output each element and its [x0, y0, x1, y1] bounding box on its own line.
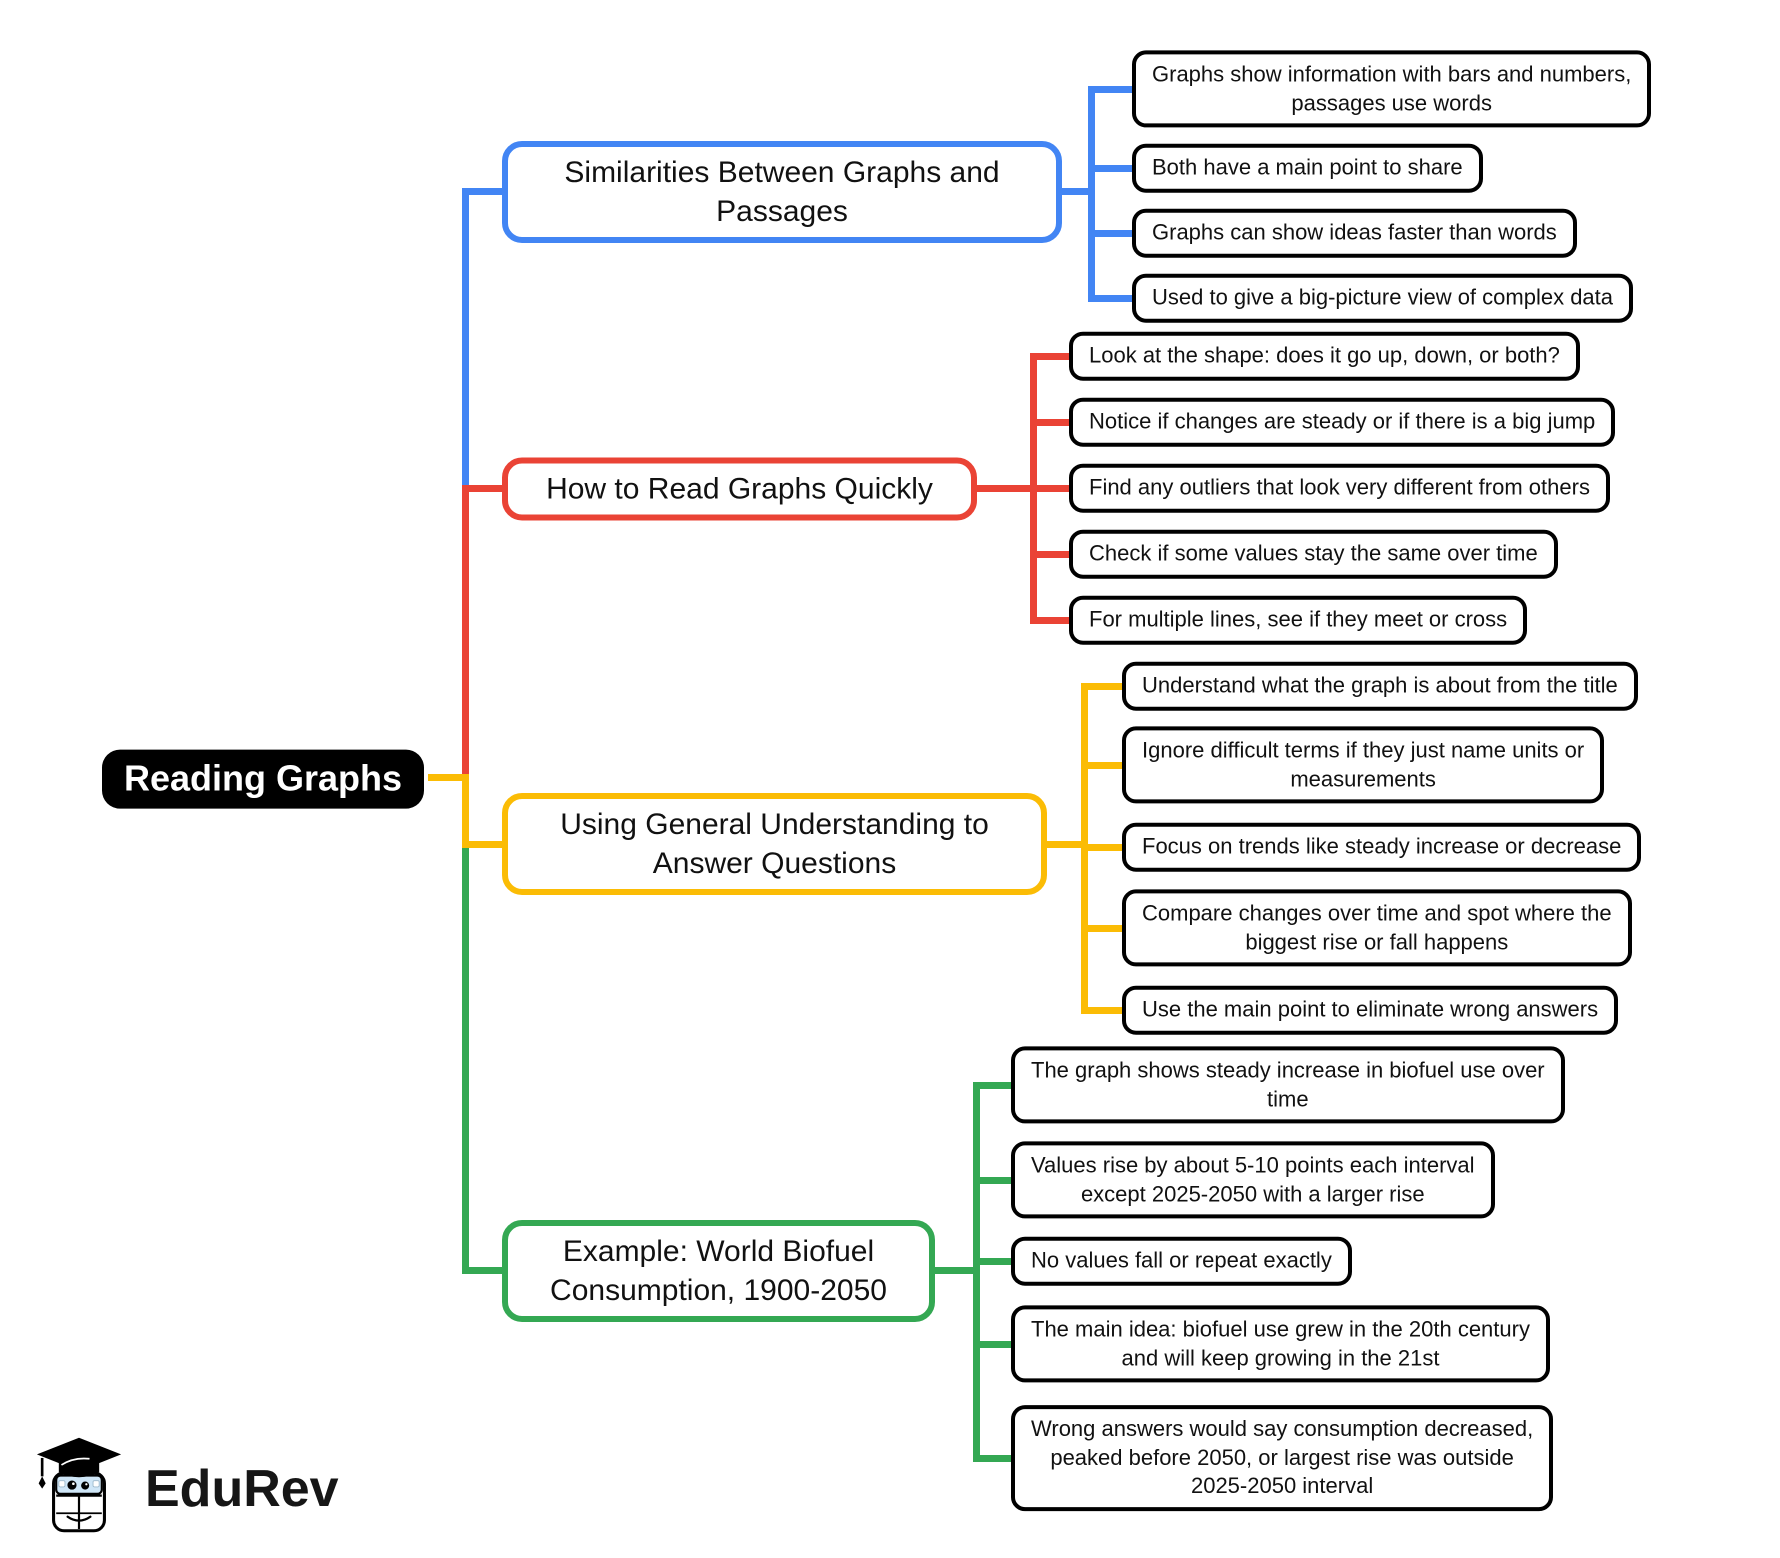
edurev-mascot-icon — [35, 1436, 123, 1541]
leaf-node: No values fall or repeat exactly — [1011, 1236, 1352, 1286]
branch-node-general-understanding: Using General Understanding to Answer Qu… — [502, 793, 1047, 895]
connector-trunk-blue — [462, 188, 469, 492]
connector-leaf-stub — [1081, 844, 1122, 851]
branch-node-example-biofuel: Example: World Biofuel Consumption, 1900… — [502, 1220, 935, 1322]
connector-leaf-stub — [973, 1455, 1011, 1462]
connector-branch-stub-yellow — [462, 841, 506, 848]
leaf-node: Notice if changes are steady or if there… — [1069, 397, 1616, 447]
leaf-node: Graphs can show ideas faster than words — [1132, 208, 1577, 258]
leaf-node: Focus on trends like steady increase or … — [1122, 822, 1642, 872]
connector-leaf-stub — [973, 1177, 1011, 1184]
connector-leaf-stub — [1030, 551, 1069, 558]
leaf-node: For multiple lines, see if they meet or … — [1069, 595, 1528, 645]
connector-leaf-stub — [1030, 353, 1069, 360]
connector-trunk-yellow — [462, 774, 469, 848]
edurev-logo: EduRev — [35, 1436, 339, 1541]
root-node: Reading Graphs — [102, 749, 425, 809]
connector-leaf-stub — [1081, 762, 1122, 769]
connector-leaf-stub — [1088, 295, 1132, 302]
connector-leaf-stub — [1088, 86, 1132, 93]
connector-branch-stub-red — [462, 485, 506, 492]
connector-spine-blue — [1088, 86, 1095, 302]
connector-leaf-stub — [1030, 617, 1069, 624]
leaf-node: Understand what the graph is about from … — [1122, 661, 1638, 711]
connector-trunk-red — [462, 485, 469, 781]
connector-spine-stub-red — [973, 485, 1037, 492]
connector-spine-stub-green — [931, 1267, 980, 1274]
connector-leaf-stub — [973, 1082, 1011, 1089]
branch-node-how-to-read: How to Read Graphs Quickly — [502, 457, 977, 521]
connector-leaf-stub — [973, 1258, 1011, 1265]
branch-node-similarities: Similarities Between Graphs and Passages — [502, 141, 1062, 243]
connector-branch-stub-green — [462, 1267, 506, 1274]
leaf-node: Wrong answers would say consumption decr… — [1011, 1405, 1554, 1511]
leaf-node: Look at the shape: does it go up, down, … — [1069, 331, 1580, 381]
connector-leaf-stub — [973, 1341, 1011, 1348]
connector-leaf-stub — [1088, 165, 1132, 172]
connector-root-stub — [428, 774, 469, 781]
connector-spine-stub-blue — [1058, 188, 1095, 195]
connector-leaf-stub — [1081, 1007, 1122, 1014]
connector-leaf-stub — [1030, 419, 1069, 426]
connector-leaf-stub — [1081, 683, 1122, 690]
leaf-node: Compare changes over time and spot where… — [1122, 889, 1632, 967]
leaf-node: The main idea: biofuel use grew in the 2… — [1011, 1305, 1550, 1383]
leaf-node: Graphs show information with bars and nu… — [1132, 50, 1652, 128]
connector-leaf-stub — [1030, 485, 1069, 492]
connector-leaf-stub — [1081, 925, 1122, 932]
leaf-node: Used to give a big-picture view of compl… — [1132, 273, 1634, 323]
connector-branch-stub-blue — [462, 188, 506, 195]
connector-spine-green — [973, 1082, 980, 1462]
leaf-node: Ignore difficult terms if they just name… — [1122, 726, 1605, 804]
leaf-node: Both have a main point to share — [1132, 143, 1483, 193]
connector-leaf-stub — [1088, 230, 1132, 237]
leaf-node: Values rise by about 5-10 points each in… — [1011, 1141, 1495, 1219]
connector-trunk-green — [462, 841, 469, 1274]
leaf-node: The graph shows steady increase in biofu… — [1011, 1046, 1565, 1124]
connector-spine-stub-yellow — [1043, 841, 1088, 848]
leaf-node: Use the main point to eliminate wrong an… — [1122, 985, 1619, 1035]
leaf-node: Find any outliers that look very differe… — [1069, 463, 1610, 513]
leaf-node: Check if some values stay the same over … — [1069, 529, 1558, 579]
edurev-brand-text: EduRev — [145, 1459, 339, 1518]
